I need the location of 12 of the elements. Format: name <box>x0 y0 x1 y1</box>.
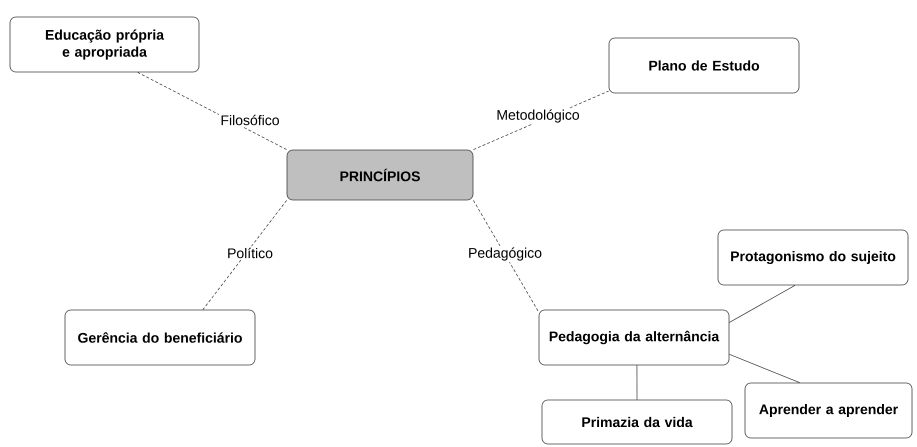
concept-box: Educação própria e apropriada <box>10 16 200 72</box>
concept-box: Pedagogia da alternância <box>538 310 730 366</box>
concept-box: Aprender a aprender <box>744 382 912 438</box>
central-box: PRINCÍPIOS <box>286 150 474 200</box>
concept-box: Plano de Estudo <box>608 38 800 94</box>
edge-label: Filosófico <box>218 113 282 127</box>
edge-label: Metodológico <box>494 108 582 124</box>
concept-box: Primazia da vida <box>542 400 732 444</box>
concept-box: Gerência do beneficiário <box>64 310 256 366</box>
edge-label: Pedagógico <box>466 246 544 262</box>
edge-label: Político <box>226 246 274 260</box>
concept-box: Protagonismo do sujeito <box>718 230 908 286</box>
